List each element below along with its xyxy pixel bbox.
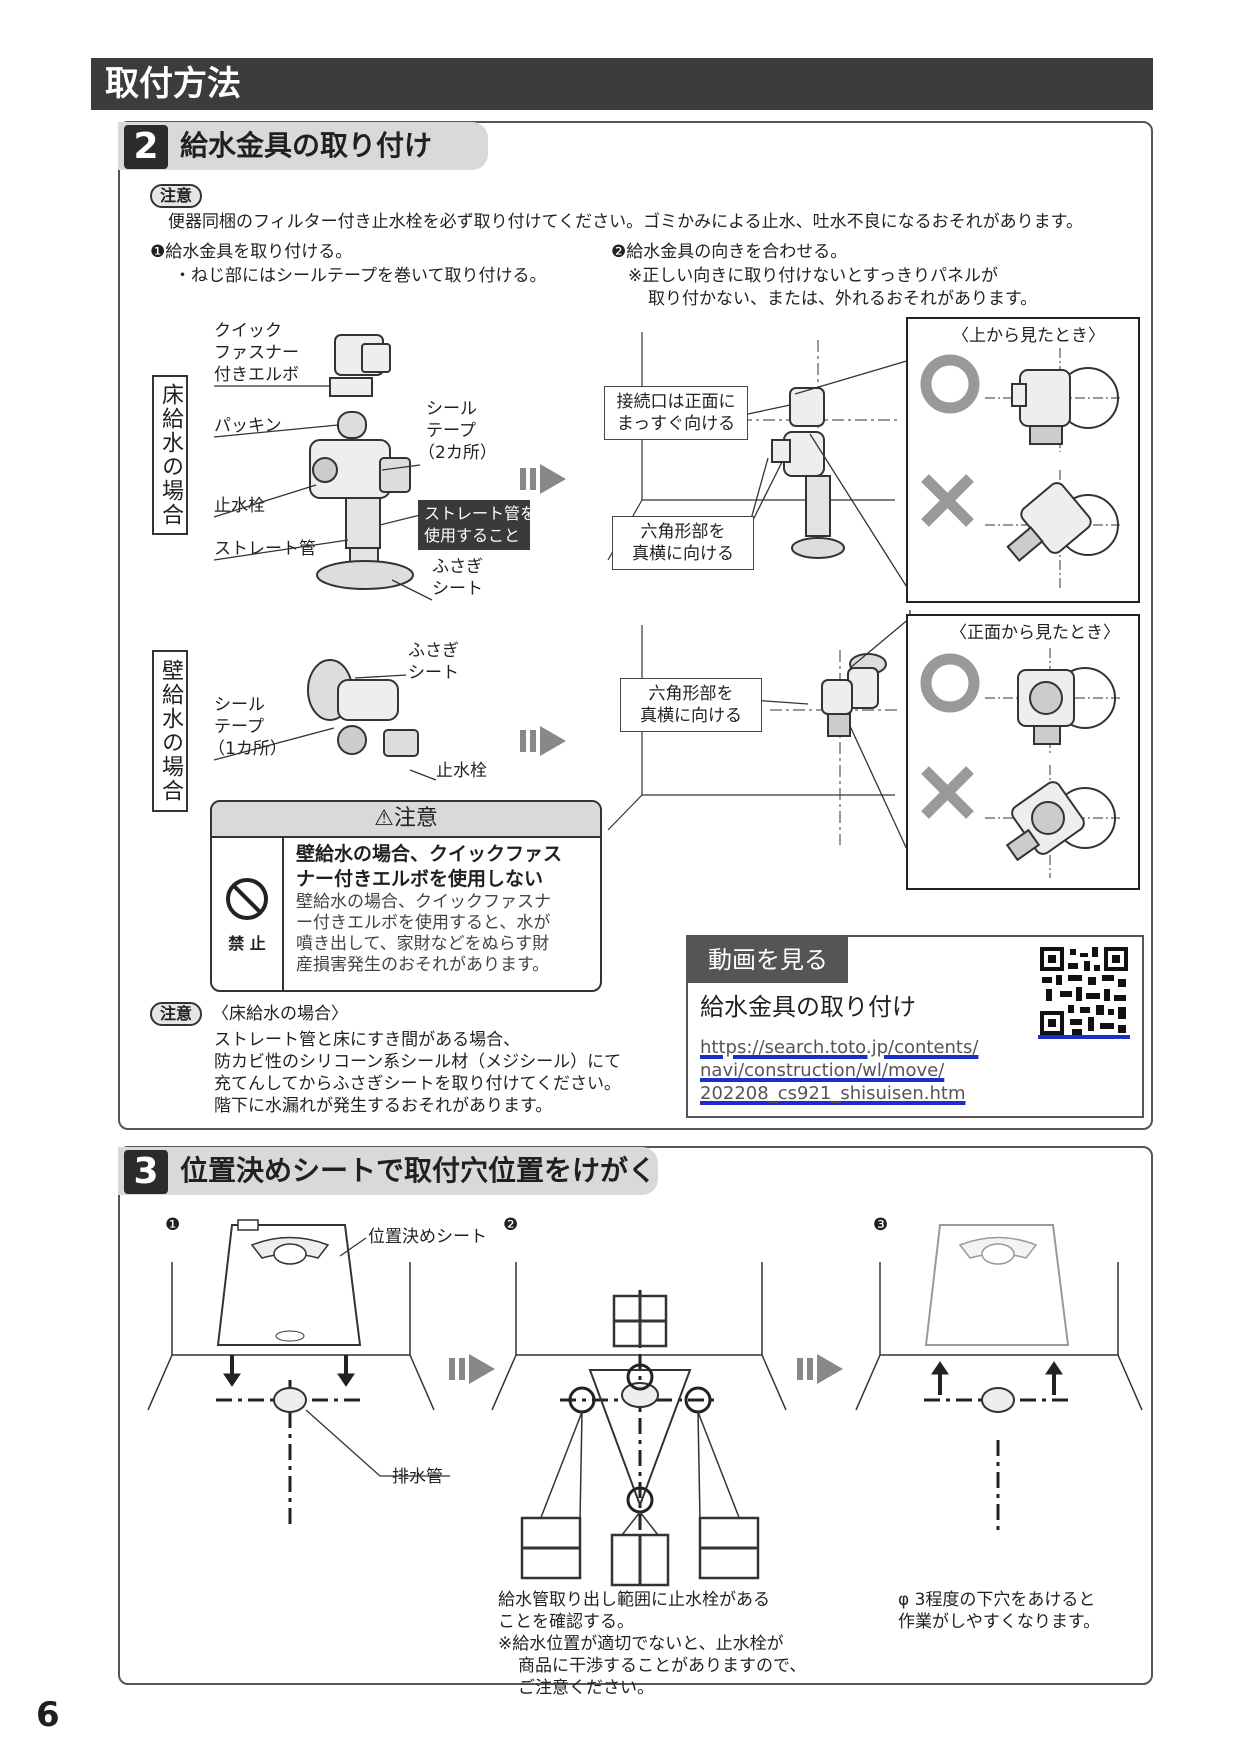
step1-note: ・ねじ部にはシールテープを巻いて取り付ける。 (174, 266, 547, 286)
wall-cover-1: ふさぎ (408, 641, 459, 661)
prohibited-icon (226, 878, 268, 920)
s3-caption2-line2: ことを確認する。 (498, 1612, 634, 1632)
wall-valve: 止水栓 (436, 761, 487, 781)
warning-box: ⚠注意 禁 止 壁給水の場合、クイックファス ナー付きエルボを使用しない 壁給水… (210, 800, 602, 992)
warning-body-4: 産損害発生のおそれがあります。 (296, 955, 550, 975)
warning-bold-2: ナー付きエルボを使用しない (296, 868, 544, 890)
label-quick-1: クイック (214, 321, 282, 341)
section2-title: 給水金具の取り付け (180, 129, 433, 162)
label-seal-1: シール (426, 399, 477, 419)
video-url-1[interactable]: https://search.toto.jp/contents/ (700, 1037, 979, 1058)
warning-body-3: 噴き出して、家財などをぬらす財 (296, 934, 550, 954)
callout-hex-wall-2: 真横に向ける (640, 706, 742, 726)
label-quick-3: 付きエルボ (214, 365, 299, 385)
s3-caption3-line2: 作業がしやすくなります。 (898, 1612, 1101, 1632)
section2-title-bar (118, 122, 488, 170)
label-seal-3: （2カ所） (418, 443, 497, 463)
step2-note-2: 取り付かない、または、外れるおそれがあります。 (648, 289, 1038, 309)
wall-seal-2: テープ (214, 717, 264, 737)
note2-heading: 〈床給水の場合〉 (212, 1004, 348, 1024)
video-badge: 動画を見る (688, 937, 848, 983)
wall-cover-2: シート (408, 663, 459, 683)
video-title: 給水金具の取り付け (700, 993, 916, 1021)
label-cover-1: ふさぎ (432, 557, 483, 577)
section3-title-bar (118, 1147, 658, 1195)
top-view-caption: 〈上から見たとき〉 (952, 326, 1105, 346)
note2-line4: 階下に水漏れが発生するおそれがあります。 (214, 1096, 553, 1116)
caution-badge: 注意 (150, 184, 203, 208)
warning-bold-1: 壁給水の場合、クイックファス (296, 843, 563, 865)
label-valve: 止水栓 (214, 496, 265, 516)
callout-hex-floor-2: 真横に向ける (632, 544, 734, 564)
warning-body-2: ー付きエルボを使用すると、水が (296, 913, 551, 933)
video-url-3[interactable]: 202208_cs921_shisuisen.htm (700, 1083, 966, 1104)
cross-ng-icon-2 (921, 766, 974, 819)
section3-title: 位置決めシートで取付穴位置をけがく (180, 1154, 657, 1187)
s3-caption2-line4: 商品に干渉することがありますので、 (518, 1656, 807, 1676)
warning-body-1: 壁給水の場合、クイックファスナ (296, 892, 551, 912)
wall-seal-3: （1カ所） (208, 739, 287, 759)
page-number: 6 (36, 1695, 60, 1735)
callout-hex-wall-1: 六角形部を (648, 684, 734, 704)
s3-drain-label: 排水管 (392, 1467, 443, 1487)
label-packing: パッキン (214, 416, 282, 436)
callout-connect-1: 接続口は正面に (616, 392, 736, 412)
page-header: 取付方法 (91, 58, 1153, 110)
section2-number: 2 (124, 125, 168, 169)
section2-panel (118, 121, 1153, 1130)
note2-line1: ストレート管と床にすき間がある場合、 (214, 1030, 521, 1050)
video-url-2[interactable]: navi/construction/wl/move/ (700, 1060, 945, 1081)
callout-hex-floor-1: 六角形部を (640, 522, 726, 542)
caution-text: 便器同梱のフィルター付き止水栓を必ず取り付けてください。ゴミかみによる止水、吐水… (168, 212, 1083, 232)
s3-caption2-line5: ご注意ください。 (518, 1678, 654, 1698)
use-straight-callout (418, 500, 530, 550)
prohibit-label: 禁 止 (228, 934, 266, 953)
warning-icon-column: 禁 止 (212, 838, 284, 990)
label-straight: ストレート管 (214, 539, 316, 559)
s3-caption2-line3: ※給水位置が適切でないと、止水栓が (498, 1634, 784, 1654)
s3-caption2-line1: 給水管取り出し範囲に止水栓がある (498, 1590, 770, 1610)
s3-step2: ❷ (503, 1215, 519, 1235)
circle-ok-icon (920, 354, 980, 414)
s3-step3: ❸ (873, 1215, 889, 1235)
note2-line2: 防カビ性のシリコーン系シール材（メジシール）にて (214, 1052, 622, 1072)
s3-step1: ❶ (165, 1215, 181, 1235)
circle-ok-icon-2 (920, 653, 980, 713)
s3-caption3-line1: φ 3程度の下穴をあけると (898, 1590, 1096, 1610)
front-view-caption: 〈正面から見たとき〉 (950, 623, 1120, 643)
section3-number: 3 (124, 1150, 168, 1194)
wall-seal-1: シール (214, 695, 265, 715)
callout-hex-floor: 六角形部を 真横に向ける (612, 516, 754, 570)
label-seal-2: テープ (426, 421, 476, 441)
wall-supply-label: 壁給水の場合 (152, 650, 188, 812)
note2-line3: 充てんしてからふさぎシートを取り付けてください。 (214, 1074, 621, 1094)
s3-sheet-label: 位置決めシート (368, 1227, 487, 1247)
use-straight-2: 使用すること (424, 526, 521, 545)
use-straight-1: ストレート管を (424, 504, 537, 523)
note2-badge: 注意 (150, 1002, 203, 1026)
qr-code-icon[interactable] (1038, 945, 1130, 1039)
label-quick-2: ファスナー (214, 343, 299, 363)
step1-title: ❶給水金具を取り付ける。 (150, 242, 353, 262)
floor-supply-label: 床給水の場合 (152, 375, 188, 535)
label-cover-2: シート (432, 579, 483, 599)
callout-connect: 接続口は正面に まっすぐ向ける (604, 386, 748, 440)
step2-note-1: ※正しい向きに取り付けないとすっきりパネルが (628, 266, 999, 286)
callout-connect-2: まっすぐ向ける (616, 414, 736, 434)
step2-title: ❷給水金具の向きを合わせる。 (611, 242, 848, 262)
callout-hex-wall: 六角形部を 真横に向ける (620, 678, 762, 732)
cross-ng-icon (921, 474, 974, 527)
warning-title: ⚠注意 (212, 802, 600, 838)
